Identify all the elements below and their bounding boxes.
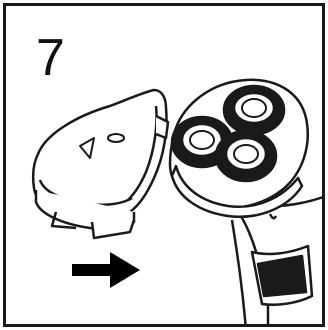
illustration	[6, 6, 325, 327]
shaver-head-icon	[170, 80, 325, 327]
arrow-right-icon	[72, 252, 140, 288]
protective-cap-icon	[33, 90, 168, 238]
instruction-panel: 7	[3, 3, 325, 327]
